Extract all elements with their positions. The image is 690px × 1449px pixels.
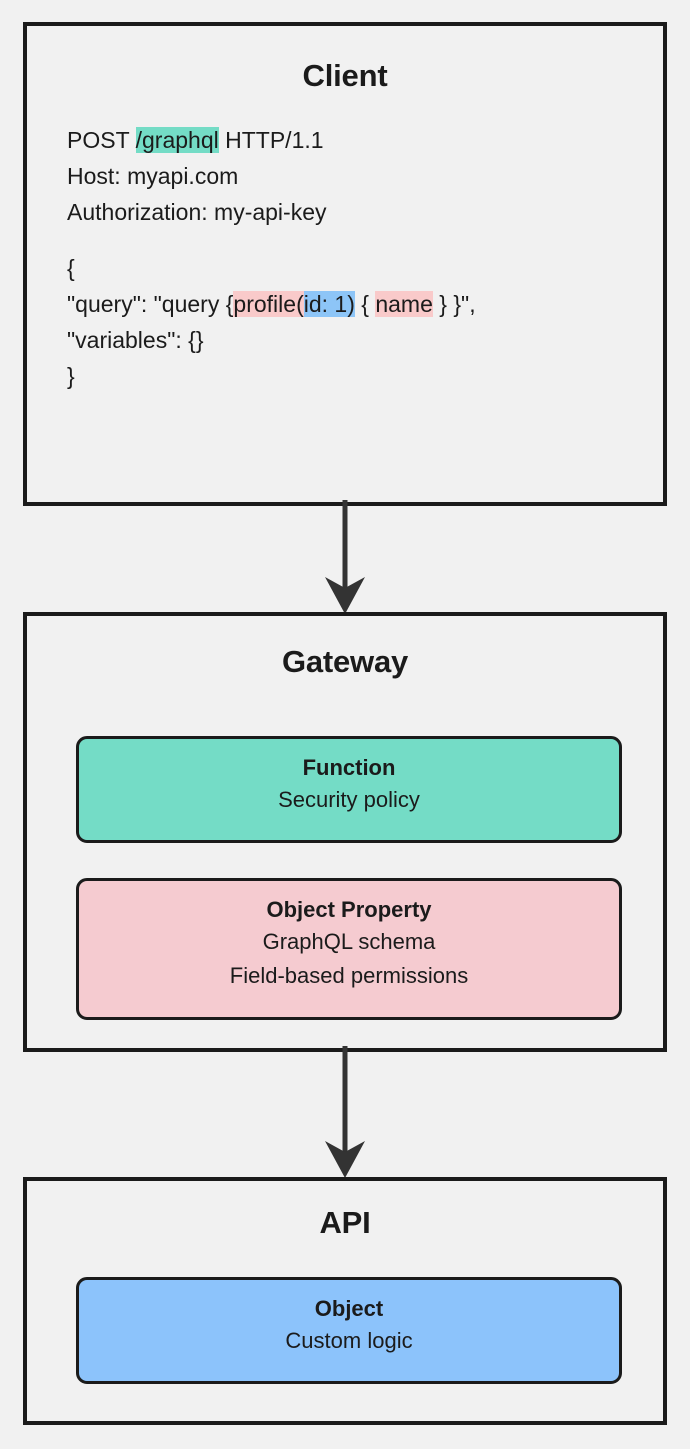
request-body-query-line: "query": "query {profile(id: 1) { name }… bbox=[67, 286, 663, 322]
api-card-object-line-1: Custom logic bbox=[285, 1328, 413, 1353]
gateway-card-object-property[interactable]: Object Property GraphQL schema Field-bas… bbox=[76, 878, 622, 1020]
client-request-text: POST /graphql HTTP/1.1 Host: myapi.com A… bbox=[27, 122, 663, 394]
request-line-start: POST /graphql HTTP/1.1 bbox=[67, 122, 663, 158]
query-field-highlight: profile( bbox=[233, 291, 304, 317]
api-node: API Object Custom logic bbox=[23, 1177, 667, 1425]
gateway-title: Gateway bbox=[281, 644, 409, 679]
gateway-card-object-property-line-1: GraphQL schema bbox=[262, 929, 436, 954]
request-header-authorization: Authorization: my-api-key bbox=[67, 199, 327, 225]
request-path-highlight: /graphql bbox=[135, 127, 219, 153]
gateway-card-object-property-line-2: Field-based permissions bbox=[229, 963, 469, 988]
query-between: { bbox=[354, 291, 376, 317]
query-subfield-highlight: name bbox=[375, 291, 433, 317]
api-card-object[interactable]: Object Custom logic bbox=[76, 1277, 622, 1384]
query-suffix: } }", bbox=[432, 291, 476, 317]
gateway-node: Gateway Function Security policy Object … bbox=[23, 612, 667, 1052]
request-spacer bbox=[67, 230, 663, 250]
query-prefix: "query": "query { bbox=[67, 291, 234, 317]
request-header-host: Host: myapi.com bbox=[67, 163, 239, 189]
gateway-card-function-line-1: Security policy bbox=[278, 787, 420, 812]
api-card-object-title: Object bbox=[314, 1296, 384, 1321]
gateway-card-object-property-title: Object Property bbox=[266, 897, 432, 922]
client-node: Client POST /graphql HTTP/1.1 Host: myap… bbox=[23, 22, 667, 506]
arrow-gateway-to-api-icon bbox=[325, 1046, 365, 1178]
query-arg-highlight: id: 1) bbox=[303, 291, 355, 317]
request-body-close: } bbox=[67, 363, 75, 389]
gateway-card-function[interactable]: Function Security policy bbox=[76, 736, 622, 843]
client-title: Client bbox=[302, 58, 388, 93]
request-body-variables-line: "variables": {} bbox=[67, 327, 204, 353]
arrow-client-to-gateway-icon bbox=[325, 500, 365, 614]
api-title: API bbox=[319, 1205, 371, 1240]
request-method: POST bbox=[67, 127, 136, 153]
request-body-open: { bbox=[67, 255, 75, 281]
gateway-card-function-title: Function bbox=[302, 755, 396, 780]
request-protocol: HTTP/1.1 bbox=[218, 127, 324, 153]
